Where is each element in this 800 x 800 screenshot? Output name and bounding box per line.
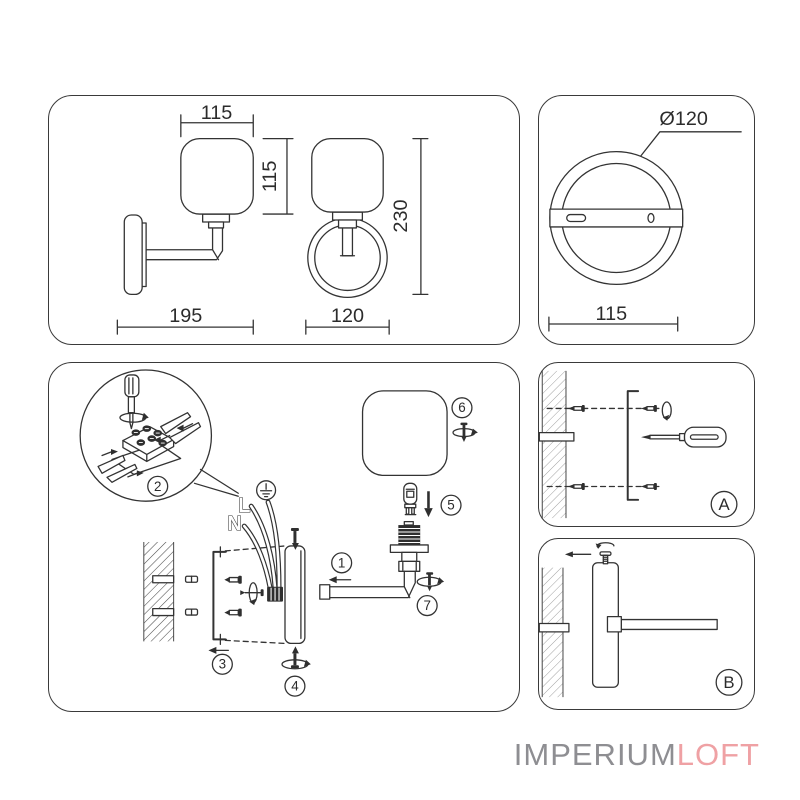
wall-section — [143, 541, 175, 642]
wire-live-label: L — [238, 495, 250, 517]
dim-shade-width-label: 115 — [201, 102, 233, 124]
dimensions-panel: 115 115 230 195 120 — [48, 95, 520, 345]
step-marker-3: 3 — [208, 646, 233, 675]
bracket-screw-icon — [224, 575, 242, 617]
alignment-lines — [546, 407, 661, 488]
step-7-label: 7 — [423, 598, 430, 613]
rotate-icon — [661, 401, 672, 421]
dim-overall-depth-label: 195 — [169, 305, 202, 327]
brand-logo-imperium: IMPERIUM — [513, 737, 677, 772]
screw-rotate-icon — [240, 582, 264, 606]
step-3-label: 3 — [219, 657, 226, 672]
dim-overall-height: 230 — [390, 138, 429, 296]
rotate-icon — [119, 412, 149, 423]
base-plate — [284, 545, 306, 645]
dim-overall-depth: 195 — [116, 305, 254, 335]
terminal-detail-callout: 2 — [79, 369, 213, 502]
dim-shade-height: 115 — [259, 138, 294, 215]
wall-section — [539, 567, 570, 698]
step-5-label: 5 — [447, 498, 454, 513]
dim-shade-height-label: 115 — [259, 161, 281, 193]
mounting-bracket — [212, 546, 227, 646]
wall-plug-icon — [184, 575, 199, 616]
detail-b-panel: B — [538, 538, 755, 710]
detail-a-label: A — [718, 495, 730, 514]
brand-logo: IMPERIUMLOFT — [514, 737, 760, 773]
step-4-label: 4 — [291, 679, 299, 694]
lamp-arm-part — [319, 570, 416, 600]
detail-b-label: B — [723, 673, 734, 692]
rotate-icon — [595, 542, 615, 549]
shade-part — [361, 390, 448, 477]
dim-plate-length: 115 — [548, 303, 679, 332]
terminal-block-icon — [111, 425, 182, 476]
step-marker-6: 6 — [451, 397, 478, 443]
dim-overall-height-label: 230 — [390, 199, 412, 232]
lamp-arm-part — [606, 615, 718, 633]
step-1-label: 1 — [338, 555, 345, 570]
wire-neutral-label: N — [227, 513, 241, 535]
dim-diameter: Ø120 — [640, 108, 742, 157]
lamp-front-view — [307, 138, 388, 299]
ground-icon — [256, 480, 277, 501]
screwdriver-icon — [641, 426, 727, 448]
cable-gland-icon — [267, 586, 284, 602]
dim-ring-width-label: 120 — [331, 305, 364, 327]
step-2-label: 2 — [154, 479, 161, 494]
detail-a-panel: A — [538, 362, 755, 527]
top-view-panel: Ø120 115 — [538, 95, 755, 345]
plate-screw-bottom-icon — [281, 646, 311, 670]
wall-section — [539, 370, 575, 519]
screwdriver-icon — [124, 374, 140, 430]
step-marker-1: 1 — [328, 552, 353, 584]
lamp-side-view — [123, 138, 254, 296]
step-marker-5: 5 — [424, 491, 462, 518]
brand-logo-loft: LOFT — [676, 737, 760, 772]
dim-shade-width: 115 — [180, 102, 254, 138]
detail-b-marker: B — [715, 668, 743, 696]
plate-screw-top-icon — [290, 528, 299, 550]
mounting-bracket — [626, 390, 640, 501]
installation-panel: 2 L N — [48, 362, 520, 712]
wire-lugs-icon — [97, 412, 202, 483]
detail-a-marker: A — [710, 490, 738, 518]
dim-plate-length-label: 115 — [596, 303, 628, 325]
step-marker-4: 4 — [284, 675, 306, 697]
g9-bulb-icon — [403, 482, 418, 516]
step-6-label: 6 — [458, 400, 465, 415]
callout-leader-lines — [193, 468, 239, 497]
screw-icon — [567, 404, 657, 490]
dim-ring-width: 120 — [305, 305, 390, 335]
direction-arrow-icon — [564, 551, 592, 558]
step-marker-2: 2 — [147, 475, 169, 497]
step-marker-7: 7 — [416, 572, 445, 617]
socket-icon — [389, 520, 429, 572]
supply-wires — [241, 499, 282, 591]
screw-icon — [599, 551, 612, 565]
lamp-top-view — [549, 150, 684, 286]
dim-diameter-label: Ø120 — [659, 108, 707, 130]
